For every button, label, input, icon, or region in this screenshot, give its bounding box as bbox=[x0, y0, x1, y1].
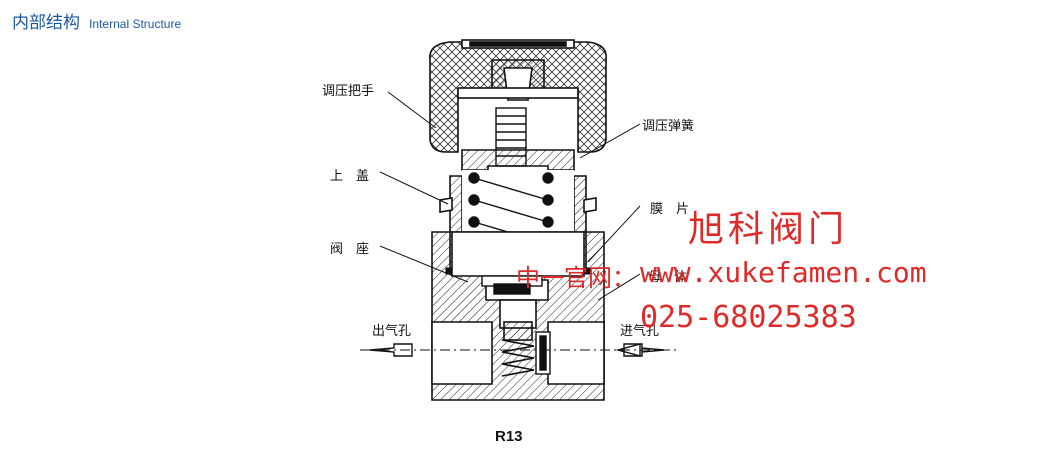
label-seat: 阀 座 bbox=[330, 242, 370, 257]
label-body: 母 体 bbox=[648, 270, 688, 285]
model-caption: R13 bbox=[495, 428, 523, 445]
page-title: 内部结构 Internal Structure bbox=[12, 8, 181, 33]
watermark-url-prefix: 中一官网： bbox=[516, 264, 636, 292]
watermark-phone: 025-68025383 bbox=[640, 300, 857, 335]
label-diaphragm: 膜 片 bbox=[650, 202, 690, 217]
handle-knob bbox=[429, 39, 607, 153]
label-bonnet: 上 盖 bbox=[330, 169, 370, 184]
watermark-brand: 旭科阀门 bbox=[688, 209, 849, 250]
label-outlet: 出气孔 bbox=[372, 324, 412, 339]
title-zh: 内部结构 bbox=[12, 13, 80, 33]
leader-lines bbox=[379, 91, 641, 301]
lower-spring bbox=[501, 339, 535, 377]
filter-plug bbox=[535, 331, 551, 375]
valve-seat bbox=[481, 275, 543, 295]
watermark-url-text: www.xukefamen.com bbox=[640, 256, 927, 289]
watermark-url: 中一官网： www.xukefamen.com bbox=[516, 256, 927, 292]
label-inlet: 进气孔 bbox=[620, 324, 660, 339]
label-handle: 调压把手 bbox=[322, 84, 375, 99]
label-spring: 调压弹簧 bbox=[642, 119, 695, 134]
title-en: Internal Structure bbox=[89, 17, 182, 31]
